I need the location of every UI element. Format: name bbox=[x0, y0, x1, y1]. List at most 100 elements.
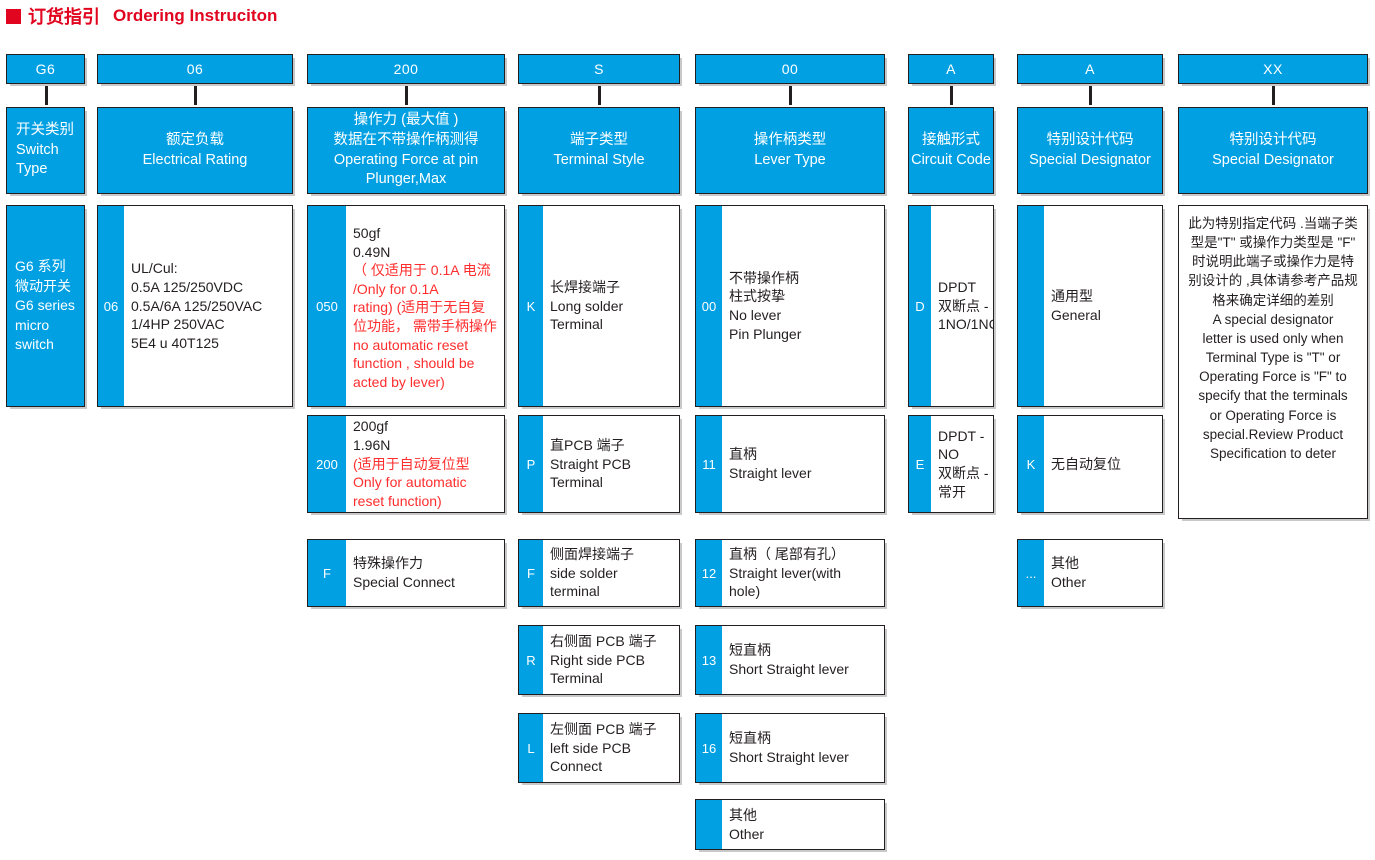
code-header-label: XX bbox=[1263, 61, 1283, 77]
category-line: Type bbox=[16, 161, 48, 178]
option-line: 直柄 bbox=[729, 446, 757, 463]
option-code: 12 bbox=[696, 540, 722, 606]
code-header-6[interactable]: A bbox=[908, 54, 994, 84]
option-line: Pin Plunger bbox=[729, 325, 802, 342]
option-line: （ 仅适用于 0.1A 电流 bbox=[353, 262, 491, 279]
category-line: 开关类别 bbox=[16, 121, 74, 138]
category-box-6: 接触形式 Circuit Code bbox=[908, 107, 994, 194]
option-line: UL/Cul: bbox=[131, 260, 178, 277]
code-header-1[interactable]: G6 bbox=[6, 54, 85, 84]
option-code: K bbox=[519, 206, 543, 406]
option-code: R bbox=[519, 626, 543, 694]
option-line: function , should be bbox=[353, 355, 475, 372]
option-line: 直柄（ 尾部有孔） bbox=[729, 546, 845, 563]
option-code: 00 bbox=[696, 206, 722, 406]
option-line: 其他 bbox=[1051, 555, 1079, 572]
option-line: 1.96N bbox=[353, 437, 391, 454]
option-code: D bbox=[909, 206, 931, 406]
option-line: Straight PCB bbox=[550, 455, 631, 472]
note-line: 型是"T" 或操作力类型是 "F" bbox=[1190, 235, 1356, 251]
option-line: 无自动复位 bbox=[1051, 455, 1121, 472]
special-designator-note: 此为特别指定代码 .当端子类型是"T" 或操作力类型是 "F"时说明此端子或操作… bbox=[1178, 205, 1368, 519]
option-line: no automatic reset bbox=[353, 336, 469, 353]
code-header-label: S bbox=[594, 61, 604, 77]
code-header-5[interactable]: 00 bbox=[695, 54, 885, 84]
red-square-icon bbox=[6, 8, 21, 24]
category-line: Terminal Style bbox=[553, 151, 645, 168]
option-body: 无自动复位 bbox=[1044, 416, 1162, 512]
option-line: terminal bbox=[550, 583, 600, 600]
code-header-2[interactable]: 06 bbox=[97, 54, 293, 84]
option-line: 5E4 u 40T125 bbox=[131, 334, 219, 351]
option-line: 双断点 - bbox=[938, 297, 989, 314]
option-line: 长焊接端子 bbox=[550, 279, 620, 296]
category-line: 操作力 (最大值 ) bbox=[353, 112, 459, 129]
option-code bbox=[1018, 206, 1044, 406]
option-line: G6 系列 bbox=[15, 258, 66, 275]
code-header-label: A bbox=[946, 61, 956, 77]
connector-stem-8 bbox=[1272, 86, 1275, 105]
option-line: 0.5A 125/250VDC bbox=[131, 279, 244, 296]
option-code: F bbox=[308, 540, 346, 606]
option-line: G6 series bbox=[15, 297, 75, 314]
option-code: 13 bbox=[696, 626, 722, 694]
option-line: Terminal bbox=[550, 474, 603, 491]
option-code: F bbox=[519, 540, 543, 606]
note-line: 格来确定详细的差别 bbox=[1212, 292, 1334, 308]
option-line: (适用于自动复位型 bbox=[353, 455, 470, 472]
code-header-7[interactable]: A bbox=[1017, 54, 1163, 84]
category-line: 额定负载 bbox=[166, 131, 224, 148]
option-code: K bbox=[1018, 416, 1044, 512]
option-box[interactable]: K 无自动复位 bbox=[1017, 415, 1163, 513]
code-header-8[interactable]: XX bbox=[1178, 54, 1368, 84]
option-line: 短直柄 bbox=[729, 642, 771, 659]
category-line: 操作柄类型 bbox=[753, 131, 827, 148]
option-line: left side PCB bbox=[550, 739, 631, 756]
category-line: 接触形式 bbox=[922, 131, 980, 148]
option-code: P bbox=[519, 416, 543, 512]
option-line: DPDT - NO bbox=[938, 427, 985, 463]
option-code: 11 bbox=[696, 416, 722, 512]
option-line: Terminal bbox=[550, 316, 603, 333]
option-line: 0.49N bbox=[353, 243, 391, 260]
note-line: special.Review Product bbox=[1202, 426, 1344, 442]
category-line: Circuit Code bbox=[911, 151, 991, 168]
option-line: 微动开关 bbox=[15, 277, 71, 294]
option-line: 直PCB 端子 bbox=[550, 437, 625, 454]
option-code: L bbox=[519, 714, 543, 782]
note-line: A special designator bbox=[1212, 311, 1334, 327]
code-header-4[interactable]: S bbox=[518, 54, 680, 84]
option-line: Special Connect bbox=[353, 574, 455, 590]
code-header-3[interactable]: 200 bbox=[307, 54, 505, 84]
